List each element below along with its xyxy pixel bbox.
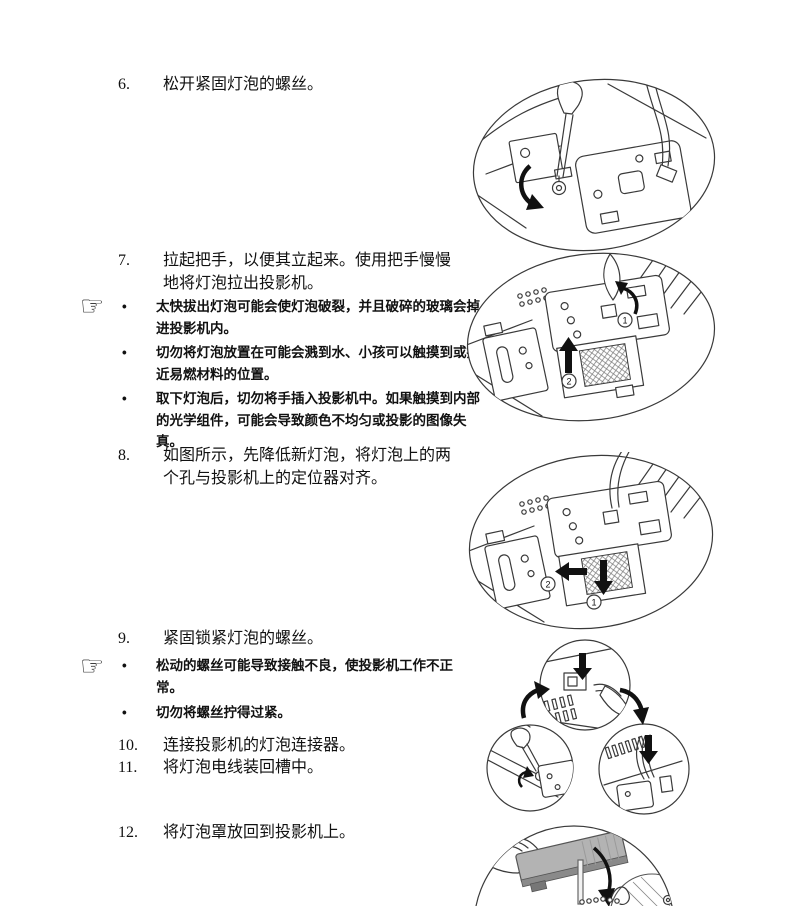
figure-replace-cover-illustration: [462, 814, 684, 906]
alignment-pin: [577, 859, 584, 905]
step-number: 11.: [118, 759, 138, 776]
note-hand-icon: ☞: [80, 651, 105, 682]
note-bullet: • 太快拔出灯泡可能会使灯泡破裂，并且破碎的玻璃会掉进投影机内。: [116, 296, 480, 339]
bullet-marker: •: [122, 658, 127, 673]
bullet-marker: •: [122, 391, 127, 406]
note-text: 取下灯泡后，切勿将手插入投影机中。如果触摸到内部的光学组件，可能会导致颜色不均匀…: [156, 391, 480, 449]
note-bullet: • 切勿将灯泡放置在可能会溅到水、小孩可以触摸到或接近易燃材料的位置。: [116, 342, 480, 385]
note-text: 切勿将灯泡放置在可能会溅到水、小孩可以触摸到或接近易燃材料的位置。: [156, 345, 480, 382]
bullet-marker: •: [122, 299, 127, 314]
step-item-8: 8. 如图所示，先降低新灯泡，将灯泡上的两个孔与投影机上的定位器对齐。: [118, 444, 459, 490]
arrow-2: 2: [540, 562, 587, 592]
step-text: 松开紧固灯泡的螺丝。: [163, 76, 324, 93]
step-item-10: 10. 连接投影机的灯泡连接器。: [118, 734, 459, 757]
lamp-top-plate: [546, 480, 672, 559]
step-item-12: 12. 将灯泡罩放回到投影机上。: [118, 821, 459, 844]
figure-pull-lamp-out-illustration: 1 2: [462, 250, 720, 424]
step-number: 9.: [118, 630, 130, 647]
screwdriver-icon: [551, 81, 583, 196]
curve-arrow-down-icon: [592, 846, 615, 906]
step-text: 连接投影机的灯泡连接器。: [163, 737, 356, 754]
note-bullet: • 取下灯泡后，切勿将手插入投影机中。如果触摸到内部的光学组件，可能会导致颜色不…: [116, 388, 480, 453]
step-item-11: 11. 将灯泡电线装回槽中。: [118, 756, 459, 779]
curve-arrow-left-icon: [520, 681, 550, 719]
arrow-label: 1: [622, 316, 627, 326]
step-item-7: 7. 拉起把手，以便其立起来。使用把手慢慢地将灯泡拉出投影机。: [118, 249, 459, 295]
arrow-label: 2: [566, 377, 571, 387]
arrow-2: 2: [559, 337, 578, 389]
figure-connector-sequence-illustration: [478, 633, 704, 823]
step-number: 10.: [118, 737, 138, 754]
step-text: 将灯泡电线装回槽中。: [163, 759, 324, 776]
vent-row: [579, 896, 620, 905]
arrow-1: 1: [586, 560, 613, 610]
arrow-1: 1: [615, 281, 639, 328]
figure-insert-lamp-illustration: 1 2: [464, 452, 718, 632]
bullet-marker: •: [122, 345, 127, 360]
lamp-handle-wire: [609, 452, 630, 509]
bullet-marker: •: [122, 705, 127, 720]
rotate-arrow-icon: [519, 164, 544, 210]
step-number: 8.: [118, 447, 130, 464]
step-text: 将灯泡罩放回到投影机上。: [163, 824, 356, 841]
lamp-cover: [515, 830, 629, 893]
note-text: 松动的螺丝可能导致接触不良，使投影机工作不正常。: [156, 658, 453, 695]
note-text: 太快拔出灯泡可能会使灯泡破裂，并且破碎的玻璃会掉进投影机内。: [156, 299, 480, 336]
step-number: 6.: [118, 76, 130, 93]
arrow-label: 2: [545, 580, 550, 590]
note-bullet: • 松动的螺丝可能导致接触不良，使投影机工作不正常。: [116, 655, 466, 698]
step-number: 7.: [118, 252, 130, 269]
step-item-6: 6. 松开紧固灯泡的螺丝。: [118, 73, 459, 96]
hatch-lines: [631, 250, 713, 315]
hatch-lines: [631, 453, 713, 519]
step-text: 紧固锁紧灯泡的螺丝。: [163, 630, 324, 647]
note-hand-icon: ☞: [80, 291, 105, 322]
step-text: 拉起把手，以便其立起来。使用把手慢慢地将灯泡拉出投影机。: [163, 252, 452, 292]
step-text: 如图所示，先降低新灯泡，将灯泡上的两个孔与投影机上的定位器对齐。: [163, 447, 452, 487]
step-item-9: 9. 紧固锁紧灯泡的螺丝。: [118, 627, 459, 650]
figure-loosen-screw-illustration: [468, 76, 720, 254]
curve-arrow-right-icon: [619, 687, 649, 725]
lamp-module: [556, 335, 645, 399]
lamp-handle-wire: [603, 253, 621, 301]
note-text: 切勿将螺丝拧得过紧。: [156, 705, 291, 720]
note-bullet: • 切勿将螺丝拧得过紧。: [116, 702, 480, 724]
step-number: 12.: [118, 824, 138, 841]
arrow-label: 1: [591, 598, 596, 608]
